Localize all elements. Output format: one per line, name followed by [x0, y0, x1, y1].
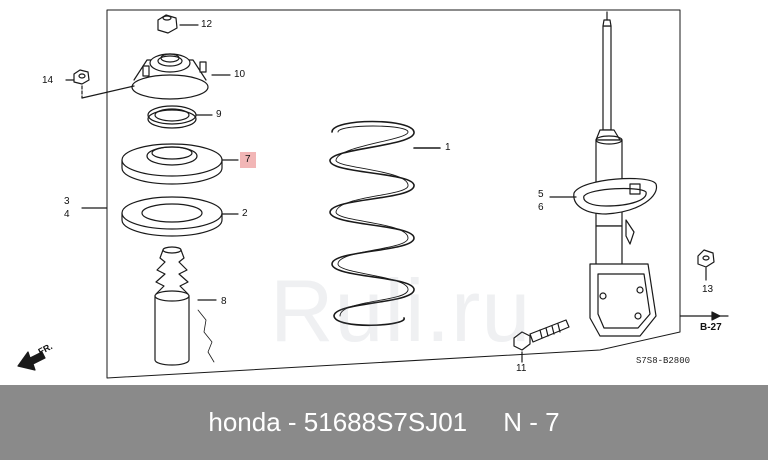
callout-9: 9: [216, 109, 222, 120]
diagram-linework: [17, 9, 729, 379]
callout-6: 6: [538, 202, 544, 213]
callout-8: 8: [221, 296, 227, 307]
coil-spring-1-part: [329, 120, 441, 327]
callout-14: 14: [42, 75, 54, 86]
callout-11: 11: [516, 363, 527, 374]
upper-spring-seat-7-part: [121, 143, 239, 185]
callout-4: 4: [64, 209, 70, 220]
strut-assembly-part: [549, 11, 658, 337]
caption-bar: honda - 51688S7SJ01 N - 7: [0, 385, 768, 460]
reference-arrow: [679, 311, 729, 321]
diagram-code: S7S8-B2800: [636, 356, 691, 366]
bolt-11-part: [513, 319, 570, 363]
front-arrow-icon: [17, 351, 46, 371]
washer-9-part: [147, 105, 213, 129]
callout-13: 13: [702, 284, 714, 295]
nut-13-part: [697, 249, 715, 281]
reference-label: B-27: [700, 322, 722, 333]
mount-base-10-part: [131, 53, 231, 100]
callout-1: 1: [445, 142, 451, 153]
callout-7-highlighted: 7: [240, 152, 256, 168]
nut-14-part: [65, 69, 135, 99]
watermark: Ruli.ru: [270, 261, 532, 360]
part-caption: honda - 51688S7SJ01 N - 7: [208, 407, 560, 437]
dust-boot-8-part: [154, 246, 217, 366]
callout-2: 2: [242, 208, 248, 219]
callout-5: 5: [538, 189, 544, 200]
nut-12-part: [157, 14, 199, 34]
parts-diagram: Ruli.ru 12 10 14 9 7 3 4 2 8 1 5 6 13 11…: [17, 9, 729, 379]
callout-3: 3: [64, 196, 70, 207]
callout-12: 12: [201, 19, 213, 30]
lower-spring-seat-2-part: [121, 196, 239, 237]
callout-10: 10: [234, 69, 246, 80]
